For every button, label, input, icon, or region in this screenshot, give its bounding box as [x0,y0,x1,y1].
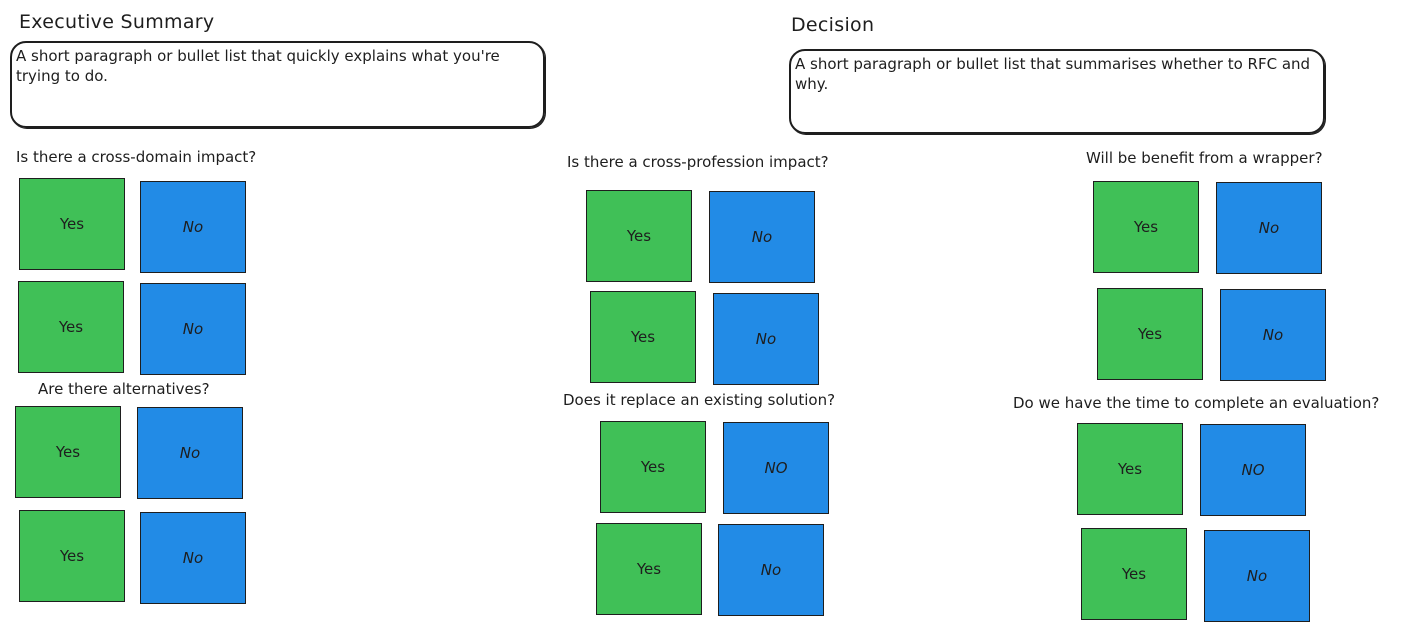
question-benefit-from-wrapper: Will be benefit from a wrapper? [1086,149,1323,167]
question-replace-existing-solution: Does it replace an existing solution? [563,391,836,409]
evaluation-time-yes-2[interactable]: Yes [1081,528,1187,620]
cross-profession-no-1[interactable]: No [709,191,815,283]
wrapper-yes-1[interactable]: Yes [1093,181,1199,273]
question-time-to-complete-evaluation: Do we have the time to complete an evalu… [1013,394,1380,412]
cross-profession-yes-1[interactable]: Yes [586,190,692,282]
executive-summary-heading: Executive Summary [19,11,215,33]
evaluation-time-yes-1[interactable]: Yes [1077,423,1183,515]
cross-profession-yes-2[interactable]: Yes [590,291,696,383]
cross-domain-yes-1[interactable]: Yes [19,178,125,270]
replace-existing-yes-1[interactable]: Yes [600,421,706,513]
executive-summary-textbox[interactable]: A short paragraph or bullet list that qu… [10,41,545,128]
executive-summary-text: A short paragraph or bullet list that qu… [16,47,500,85]
wrapper-no-2[interactable]: No [1220,289,1326,381]
evaluation-time-no-1[interactable]: NO [1200,424,1306,516]
question-cross-profession-impact: Is there a cross-profession impact? [567,153,829,171]
evaluation-time-no-2[interactable]: No [1204,530,1310,622]
decision-heading: Decision [791,14,875,36]
wrapper-yes-2[interactable]: Yes [1097,288,1203,380]
question-alternatives: Are there alternatives? [38,380,210,398]
alternatives-yes-1[interactable]: Yes [15,406,121,498]
wrapper-no-1[interactable]: No [1216,182,1322,274]
replace-existing-no-1[interactable]: NO [723,422,829,514]
replace-existing-no-2[interactable]: No [718,524,824,616]
cross-domain-no-1[interactable]: No [140,181,246,273]
replace-existing-yes-2[interactable]: Yes [596,523,702,615]
question-cross-domain-impact: Is there a cross-domain impact? [16,148,257,166]
alternatives-no-2[interactable]: No [140,512,246,604]
alternatives-no-1[interactable]: No [137,407,243,499]
decision-textbox[interactable]: A short paragraph or bullet list that su… [789,49,1325,134]
alternatives-yes-2[interactable]: Yes [19,510,125,602]
cross-profession-no-2[interactable]: No [713,293,819,385]
decision-text: A short paragraph or bullet list that su… [795,55,1311,93]
cross-domain-yes-2[interactable]: Yes [18,281,124,373]
cross-domain-no-2[interactable]: No [140,283,246,375]
